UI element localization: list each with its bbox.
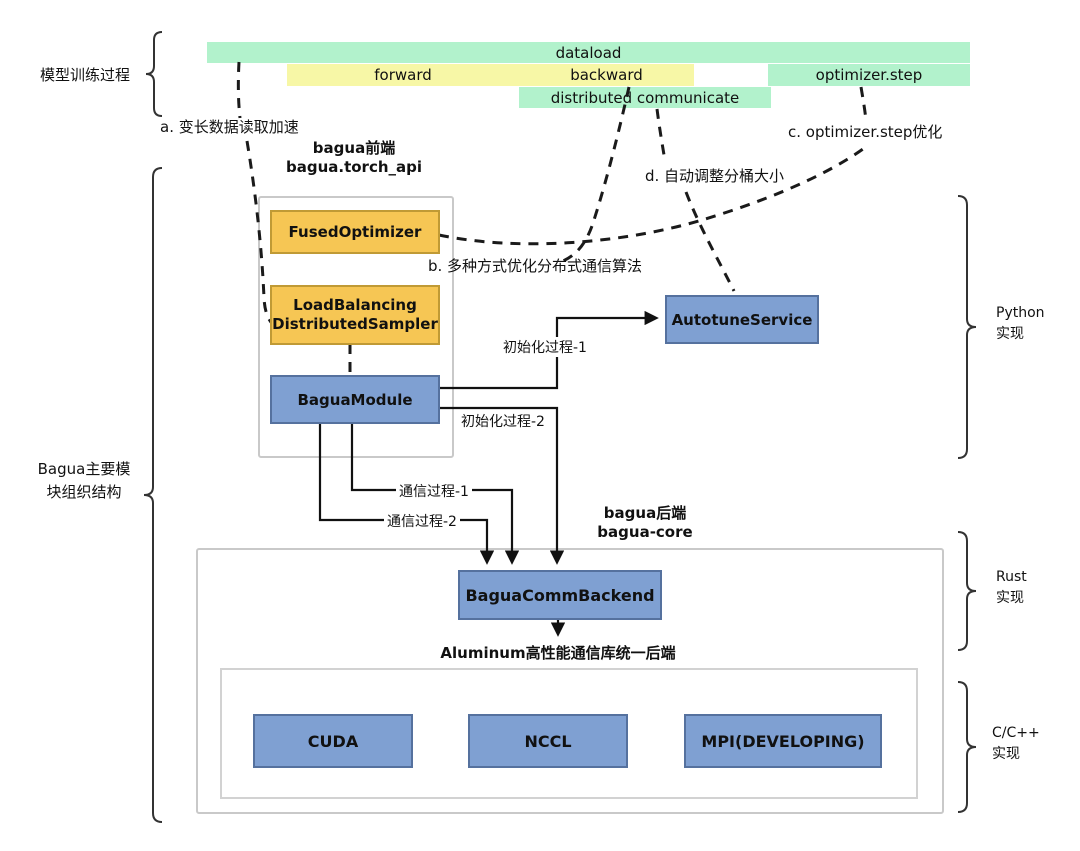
frontend-title-line1: bagua前端	[312, 139, 396, 157]
rust-impl-label: Rust 实现	[996, 569, 1027, 606]
timeline-bar-forward: forward	[287, 64, 519, 86]
backend-title-line2: bagua-core	[597, 523, 693, 541]
mpi-node: MPI(DEVELOPING)	[684, 714, 882, 768]
init-process-1-label: 初始化过程-1	[500, 337, 590, 357]
python-impl-label: Python 实现	[996, 305, 1045, 342]
timeline-bar-backward: backward	[519, 64, 694, 86]
dashed-a-upper	[236, 61, 242, 119]
brace-python	[957, 195, 977, 459]
timeline-bar-dataload: dataload	[207, 42, 970, 63]
timeline-bar-optimizer-step: optimizer.step	[768, 64, 970, 86]
dashed-backward-to-b	[562, 86, 631, 263]
frontend-title-line2: bagua.torch_api	[285, 158, 423, 176]
dashed-d-to-autotune	[684, 191, 736, 292]
bagua-modules-label: Bagua主要模 块组织结构	[37, 460, 131, 501]
fused-optimizer-node: FusedOptimizer	[270, 210, 440, 254]
init-process-2-label: 初始化过程-2	[458, 411, 548, 431]
dashed-optimizerstep-to-c	[859, 86, 868, 122]
training-process-label: 模型训练过程	[39, 66, 130, 84]
dashed-fusedoptimizer-to-c	[438, 147, 864, 246]
comm-process-1-label: 通信过程-1	[396, 481, 472, 501]
bagua-comm-backend-node: BaguaCommBackend	[458, 570, 662, 620]
timeline-bar-distributed-communicate: distributed communicate	[519, 87, 771, 108]
load-balancing-sampler-node: LoadBalancing DistributedSampler	[270, 285, 440, 345]
aluminum-label: Aluminum高性能通信库统一后端	[440, 644, 676, 662]
brace-cpp	[957, 681, 977, 813]
autotune-service-node: AutotuneService	[665, 295, 819, 344]
dashed-communicate-to-d	[655, 108, 667, 162]
bagua-module-node: BaguaModule	[270, 375, 440, 424]
annotation-a: a. 变长数据读取加速	[160, 118, 299, 136]
backend-title-line1: bagua后端	[603, 504, 687, 522]
brace-training-process	[145, 31, 163, 117]
brace-bagua-modules	[143, 167, 163, 823]
brace-rust	[957, 531, 977, 651]
annotation-d: d. 自动调整分桶大小	[645, 167, 785, 185]
cpp-impl-label: C/C++ 实现	[992, 725, 1040, 762]
annotation-c: c. optimizer.step优化	[788, 123, 943, 141]
comm-process-2-label: 通信过程-2	[384, 511, 460, 531]
cuda-node: CUDA	[253, 714, 413, 768]
nccl-node: NCCL	[468, 714, 628, 768]
annotation-b: b. 多种方式优化分布式通信算法	[428, 257, 643, 275]
